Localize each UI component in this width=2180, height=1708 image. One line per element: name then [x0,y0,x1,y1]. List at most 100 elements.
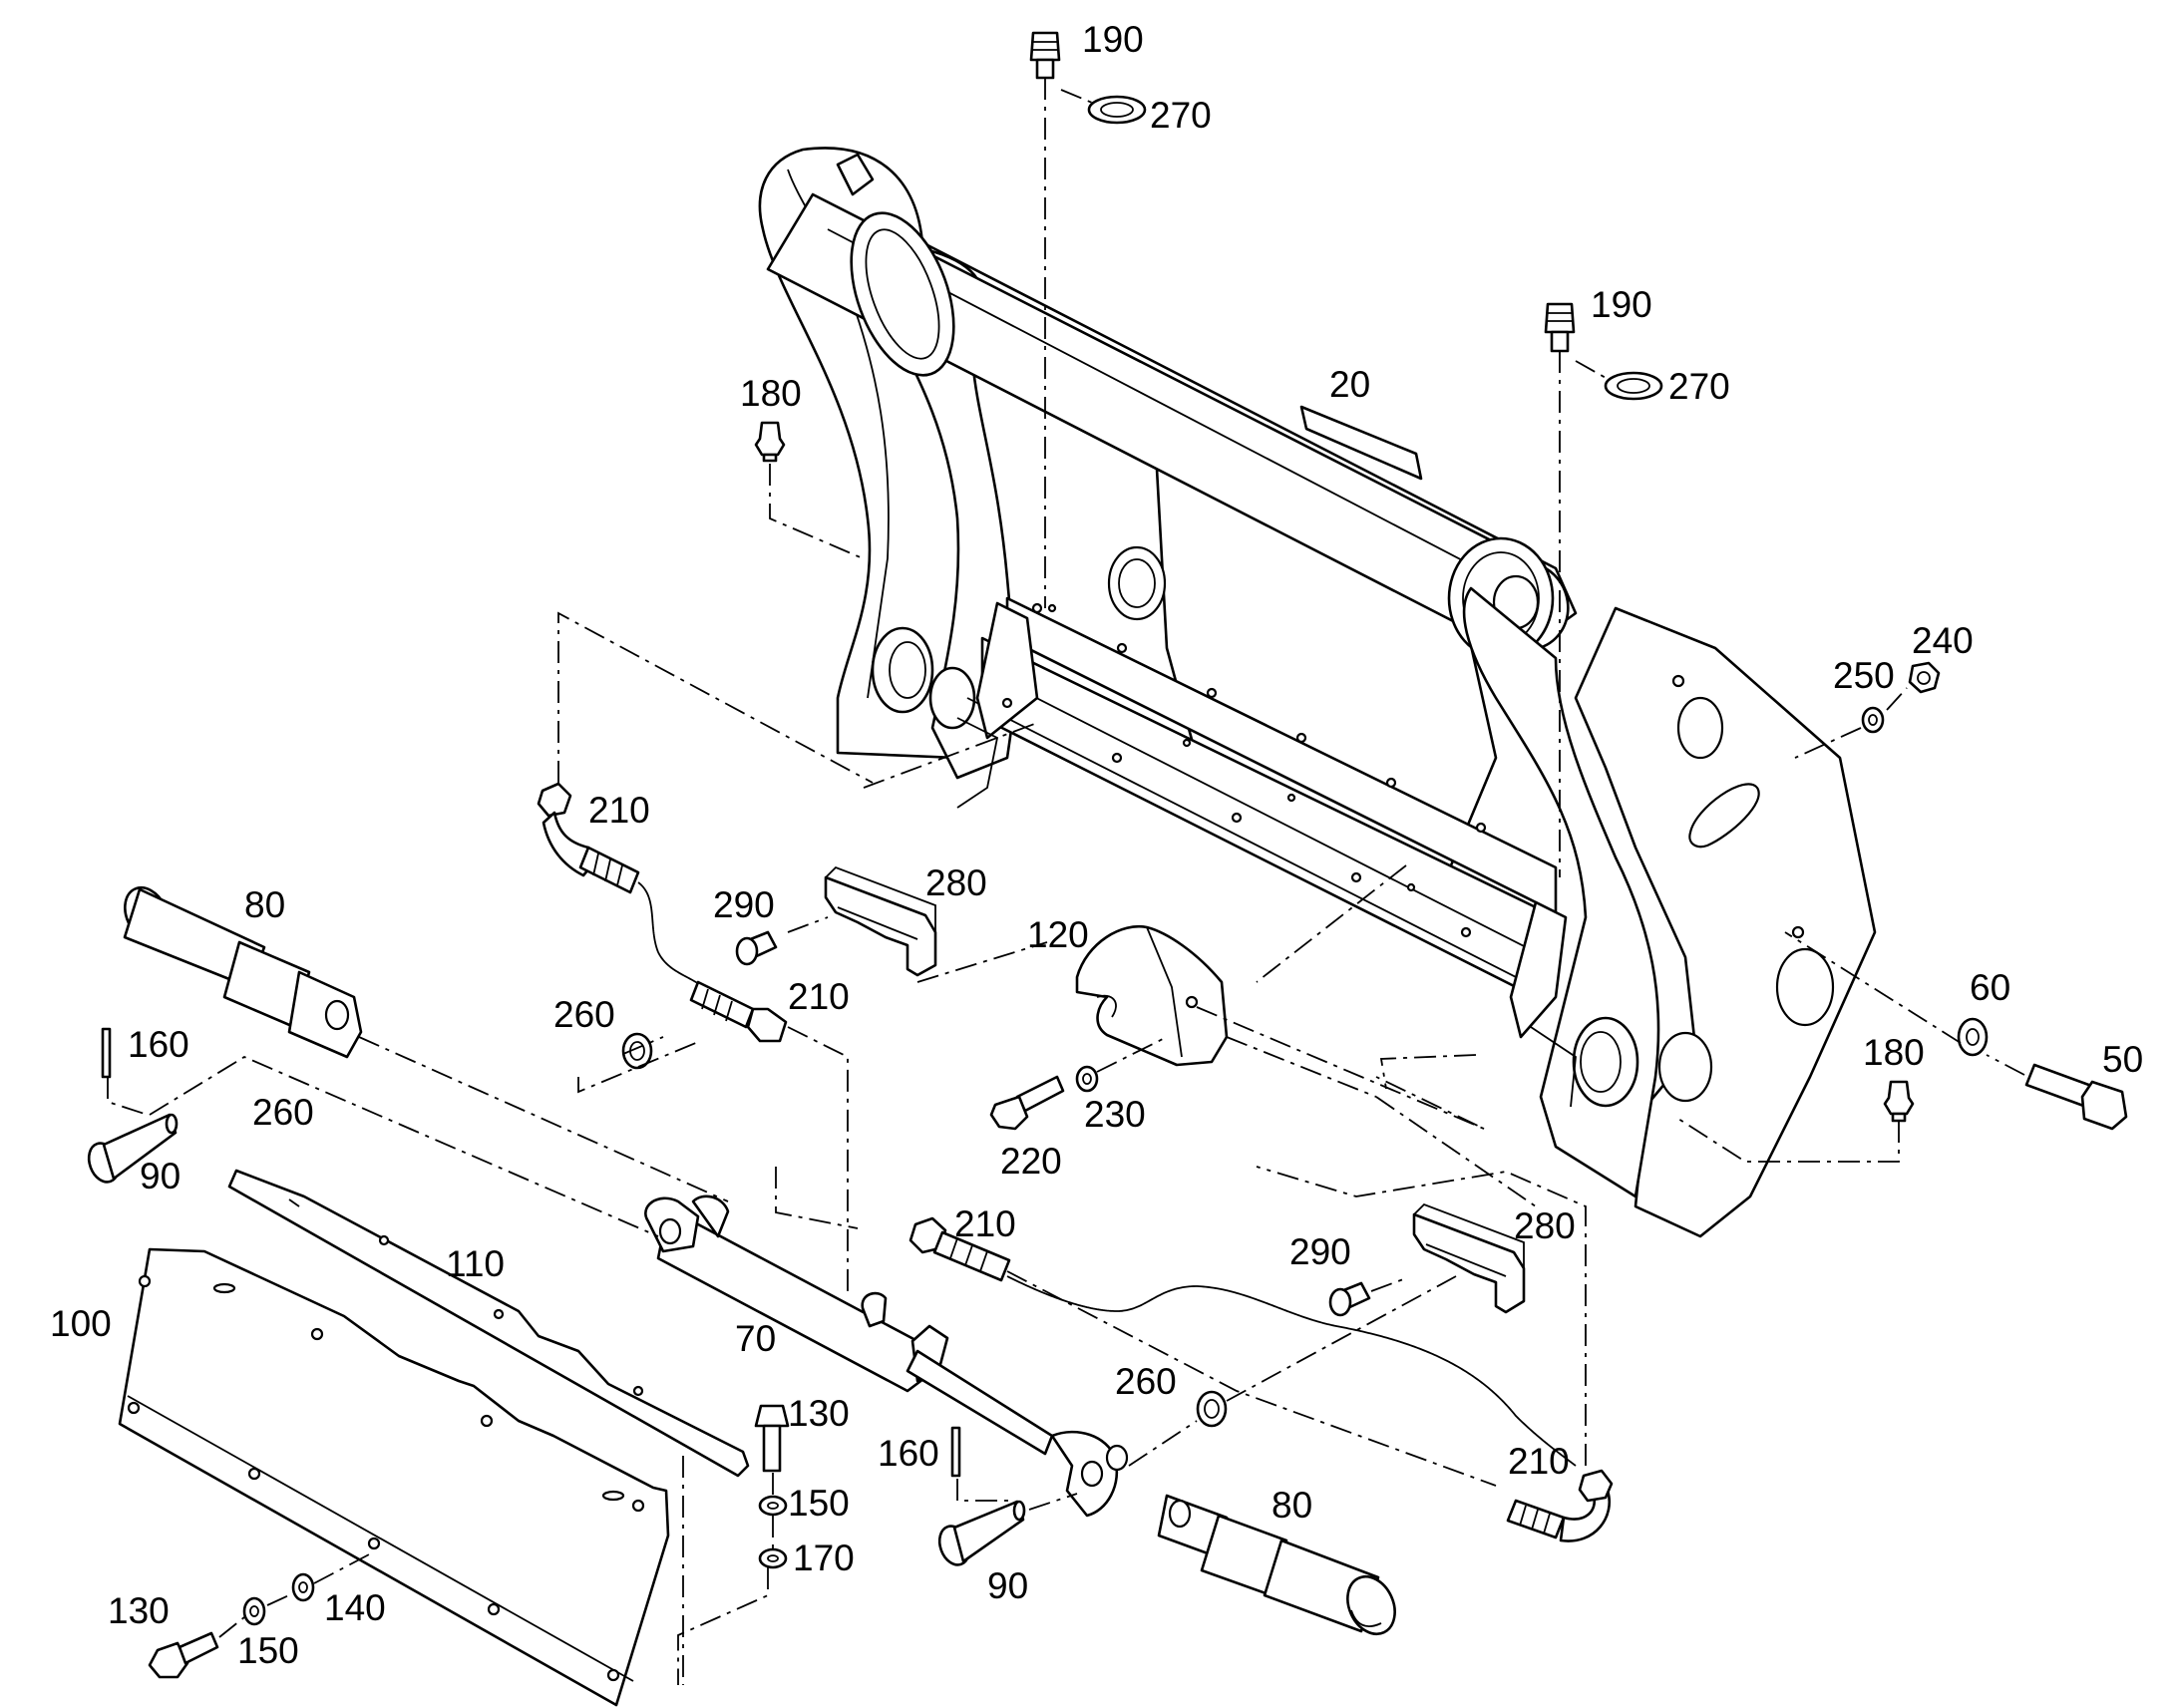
washer-260-c [1196,1390,1228,1428]
pin-80-a [123,885,363,1059]
frame-right-hole-1 [1676,696,1724,760]
pad-280-b [1412,1202,1526,1314]
callouts: 190 270 190 270 20 180 250 240 210 80 28… [50,19,2143,1671]
washer-150-b [242,1596,266,1626]
callout-170: 170 [793,1537,855,1578]
callout-290-b: 290 [1289,1231,1351,1272]
bolt-50 [2024,1063,2128,1131]
callout-60: 60 [1970,967,2010,1008]
callout-190-top: 190 [1082,19,1144,60]
callout-150-top: 150 [788,1483,850,1524]
washer-150-a [758,1495,788,1517]
callout-160-b: 160 [878,1433,939,1474]
hose-fitting-210-d [1506,1469,1614,1542]
washer-270-a [1087,95,1147,125]
guard-plate-100 [118,1247,670,1707]
callout-20: 20 [1329,364,1370,405]
washer-260-a [621,1032,653,1070]
main-frame [758,147,1877,1238]
callout-210-c: 210 [954,1203,1016,1244]
grease-nipple-180-b [1883,1080,1915,1123]
pin-90-a [87,1113,179,1184]
callout-210-d: 210 [1508,1441,1570,1482]
leader-lines [107,78,2025,1685]
frame-right-slot [1688,783,1760,849]
strip-110 [227,1169,750,1478]
callout-210-b: 210 [788,976,850,1017]
guard-plate-100-holes [127,1274,645,1682]
callout-130-bottom: 130 [108,1590,170,1631]
cylinder-70 [644,1195,1129,1518]
frame-left-lug [836,153,875,196]
callout-250: 250 [1833,655,1895,696]
callout-80-b: 80 [1272,1485,1312,1526]
callout-260-a: 260 [553,994,615,1035]
frame-channel-holes [1001,602,1487,938]
callout-90-b: 90 [987,1565,1028,1606]
callout-260-c: 260 [1115,1361,1177,1402]
pin-90-b [937,1500,1026,1566]
frame-left-bracket [975,601,1039,740]
bolt-130-a [754,1404,790,1473]
callout-50: 50 [2102,1039,2143,1080]
callout-100: 100 [50,1303,112,1344]
callout-130-top: 130 [788,1393,850,1434]
hose-fitting-210-c [908,1216,1577,1467]
callout-70: 70 [735,1318,776,1359]
washer-250 [1861,706,1885,734]
screw-290-a [735,930,778,966]
nut-240 [1908,661,1941,694]
callout-240: 240 [1912,620,1974,661]
frame-right-hole-2 [1775,947,1835,1027]
frame-top-lug [1299,405,1423,481]
callout-280-b: 280 [1514,1205,1576,1246]
frame-left-plate [758,147,999,760]
callout-110: 110 [446,1243,505,1284]
bolt-130-b [148,1631,219,1679]
frame-left-boss [871,626,934,714]
frame-center-bore [1107,545,1167,621]
callout-220: 220 [1000,1141,1062,1182]
grease-nipple-190-b [1544,302,1576,353]
hose-fitting-210-a [537,782,704,988]
washer-60 [1957,1017,1989,1057]
callout-180-right: 180 [1863,1032,1925,1073]
callout-280-a: 280 [925,862,987,903]
frame-right-boss [1572,1016,1639,1108]
callout-190-right: 190 [1591,284,1652,325]
bracket-120 [1075,924,1229,1067]
washer-270-b [1604,371,1663,401]
callout-160-a: 160 [128,1024,189,1065]
frame-center-bore-inner [1118,558,1156,608]
washer-170 [758,1547,788,1569]
callout-120: 120 [1027,914,1089,955]
frame-right-plate [1574,606,1877,1238]
callout-80-a: 80 [244,884,285,925]
callout-90-a: 90 [140,1156,181,1196]
callout-260-b: 260 [252,1092,314,1133]
cotter-160-b [950,1426,961,1478]
pad-280-a [824,865,937,977]
bolt-220 [989,1075,1065,1131]
grease-nipple-180-a [754,421,786,463]
callout-270-top: 270 [1150,95,1212,136]
washer-140 [291,1572,315,1602]
callout-150-bottom: 150 [237,1630,299,1671]
pin-80-b [1157,1494,1396,1636]
callout-140: 140 [324,1587,386,1628]
callout-270-right: 270 [1668,366,1730,407]
washer-230 [1075,1065,1099,1093]
hose-fitting-210-b [689,980,788,1043]
screw-290-b [1328,1281,1371,1317]
cotter-160-a [101,1027,112,1079]
grease-nipple-190-a [1029,31,1061,80]
callout-290-a: 290 [713,884,775,925]
frame-right-hole-3 [1657,1031,1713,1103]
frame-left-collar [850,211,955,377]
frame-right-bracket [1509,900,1568,1039]
frame-left-boss-2 [928,666,976,730]
callout-230: 230 [1084,1094,1146,1135]
callout-210-a: 210 [588,790,650,831]
callout-180-left: 180 [740,373,802,414]
